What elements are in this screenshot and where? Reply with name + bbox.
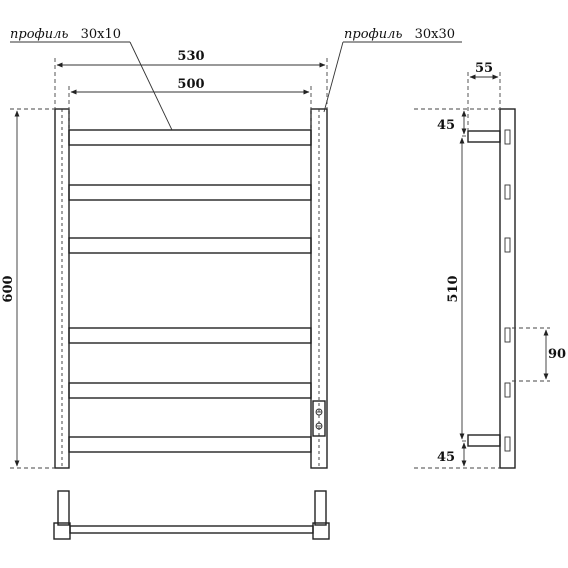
rung bbox=[68, 129, 312, 146]
dim-mount-spacing: 510 bbox=[446, 275, 461, 302]
rung bbox=[68, 436, 312, 453]
rung-slot bbox=[504, 327, 511, 343]
dim-overall-width: 530 bbox=[177, 49, 204, 64]
dim-height: 600 bbox=[1, 275, 16, 302]
dim-rung-gap: 90 bbox=[548, 347, 566, 362]
right-profile-size: 30x30 bbox=[415, 27, 455, 42]
rung bbox=[68, 237, 312, 254]
top-wall-mount bbox=[467, 130, 501, 143]
side-view: 55 45 510 90 45 bbox=[414, 61, 566, 469]
top-view-right-post bbox=[314, 490, 327, 526]
dim-depth: 55 bbox=[475, 61, 493, 76]
left-profile-word: профиль bbox=[10, 27, 68, 42]
top-view-left-post bbox=[57, 490, 70, 526]
rung-slot bbox=[504, 129, 511, 145]
top-view bbox=[53, 490, 330, 540]
front-view: 530 500 600 профиль 30x10 профиль 30x30 bbox=[1, 27, 462, 469]
rung-slot bbox=[504, 382, 511, 398]
rungs bbox=[68, 129, 312, 453]
rung-slot bbox=[504, 184, 511, 200]
rung bbox=[68, 184, 312, 201]
dim-inner-width: 500 bbox=[177, 77, 204, 92]
rung bbox=[68, 382, 312, 399]
rung bbox=[68, 327, 312, 344]
right-profile-word: профиль bbox=[344, 27, 402, 42]
electrical-connector bbox=[312, 400, 326, 437]
left-profile-size: 30x10 bbox=[81, 27, 121, 42]
rung-slot bbox=[504, 436, 511, 452]
left-profile-note: профиль 30x10 bbox=[10, 27, 121, 42]
dim-top-offset: 45 bbox=[437, 118, 455, 133]
bottom-wall-mount bbox=[467, 434, 501, 447]
right-profile-note: профиль 30x30 bbox=[344, 27, 455, 42]
left-upright bbox=[54, 108, 70, 469]
side-rung-slots bbox=[504, 129, 511, 452]
side-upright bbox=[499, 108, 516, 469]
dim-bottom-offset: 45 bbox=[437, 450, 455, 465]
top-view-rung bbox=[69, 525, 314, 534]
rung-slot bbox=[504, 237, 511, 253]
